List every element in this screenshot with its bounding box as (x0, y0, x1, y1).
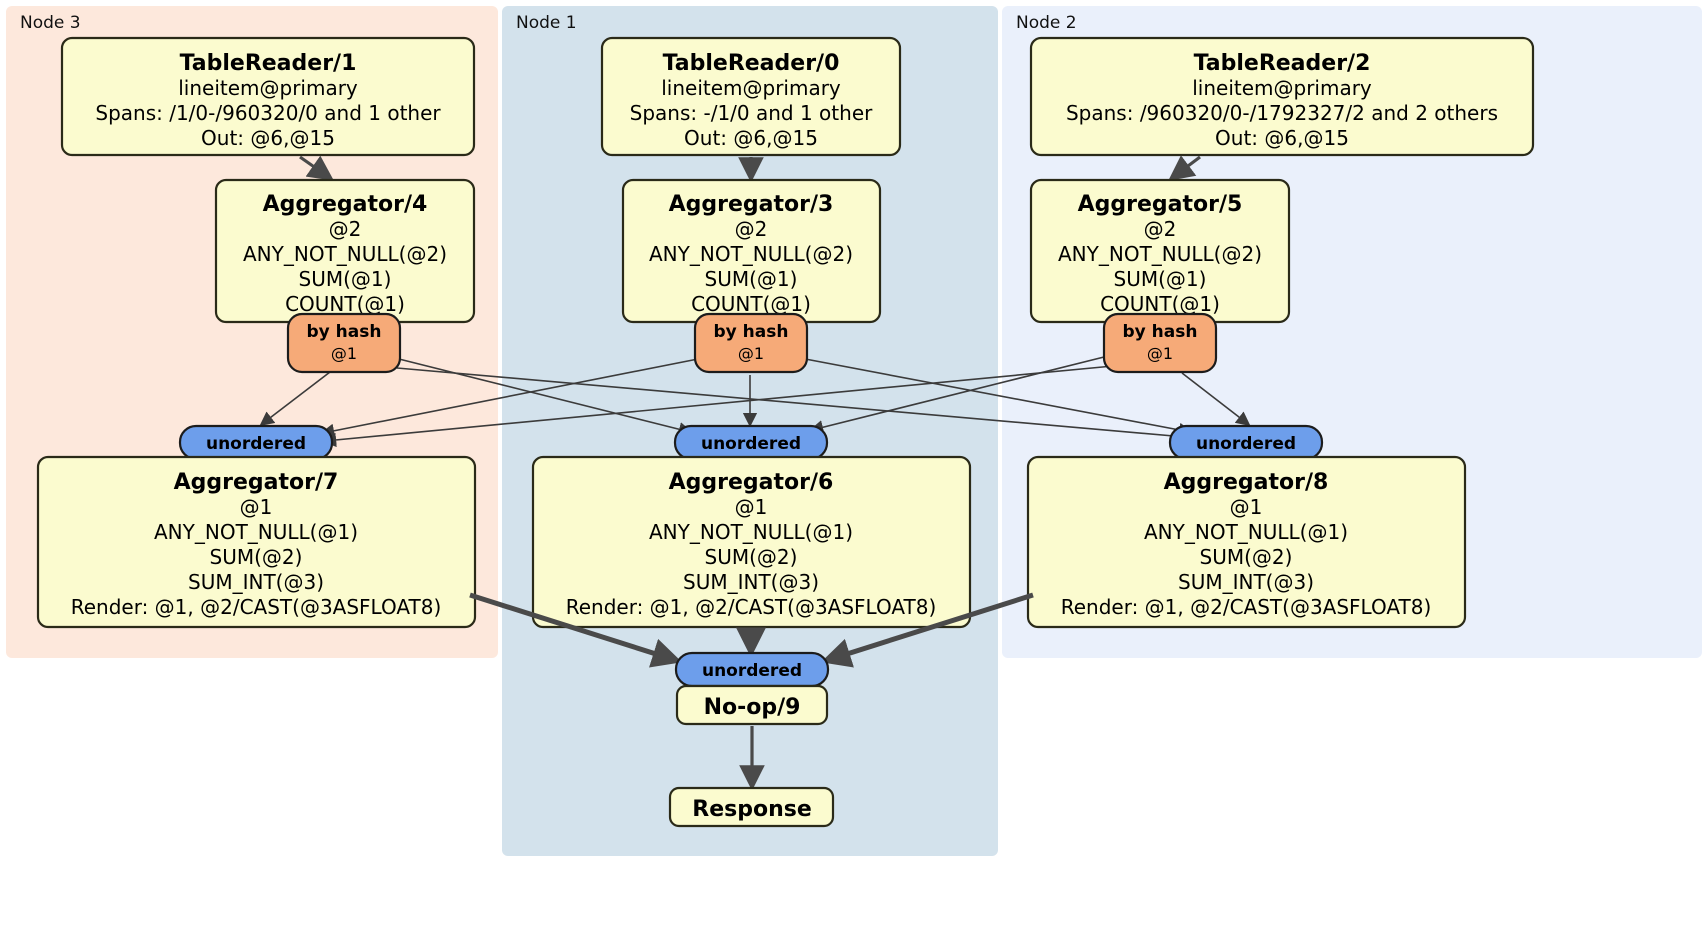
aggregator3-line-0: @2 (735, 217, 768, 241)
aggregator5-line-1: ANY_NOT_NULL(@2) (1058, 242, 1262, 266)
unordered-final-title: unordered (702, 661, 802, 681)
pill-byhash-right[interactable]: by hash @1 (1102, 312, 1218, 374)
unordered-center-title: unordered (701, 434, 801, 454)
tablereader1-line-2: Out: @6,@15 (201, 126, 335, 150)
aggregator6-line-3: SUM_INT(@3) (683, 570, 819, 594)
aggregator4-line-3: COUNT(@1) (285, 292, 405, 316)
edge-hashL-unorderedL (259, 371, 331, 426)
aggregator6-line-4: Render: @1, @2/CAST(@3ASFLOAT8) (566, 595, 937, 619)
edge-hashC-unorderedR (799, 357, 1194, 437)
tablereader0-line-1: Spans: -/1/0 and 1 other (630, 101, 873, 125)
aggregator5-line-3: COUNT(@1) (1100, 292, 1220, 316)
aggregator5-title: Aggregator/5 (1078, 192, 1243, 217)
aggregator3-title: Aggregator/3 (669, 192, 834, 217)
aggregator5-line-0: @2 (1144, 217, 1177, 241)
box-aggregator5[interactable]: Aggregator/5 @2 ANY_NOT_NULL(@2) SUM(@1)… (1029, 178, 1291, 324)
byhash-center-title: by hash (714, 322, 789, 342)
noop9-title: No-op/9 (704, 695, 801, 720)
edge-tr2-agg5 (1168, 155, 1201, 181)
aggregator6-line-2: SUM(@2) (705, 545, 798, 569)
edge-agg7-final (469, 592, 683, 668)
tablereader2-line-2: Out: @6,@15 (1215, 126, 1349, 150)
box-aggregator6[interactable]: Aggregator/6 @1 ANY_NOT_NULL(@1) SUM(@2)… (531, 455, 972, 629)
aggregator6-title: Aggregator/6 (669, 470, 834, 495)
aggregator8-line-1: ANY_NOT_NULL(@1) (1144, 520, 1348, 544)
aggregator3-line-3: COUNT(@1) (691, 292, 811, 316)
aggregator4-line-0: @2 (329, 217, 362, 241)
box-tablereader1[interactable]: TableReader/1 lineitem@primary Spans: /1… (60, 36, 476, 157)
aggregator4-line-1: ANY_NOT_NULL(@2) (243, 242, 447, 266)
box-aggregator3[interactable]: Aggregator/3 @2 ANY_NOT_NULL(@2) SUM(@1)… (621, 178, 882, 324)
region-label-node2: Node 2 (1016, 13, 1077, 33)
aggregator6-line-0: @1 (735, 495, 768, 519)
tablereader2-line-0: lineitem@primary (1192, 76, 1372, 100)
tablereader0-line-2: Out: @6,@15 (684, 126, 818, 150)
aggregator3-line-1: ANY_NOT_NULL(@2) (649, 242, 853, 266)
pill-byhash-center[interactable]: by hash @1 (693, 312, 809, 374)
edge-hashR-unorderedL (321, 365, 1114, 448)
tablereader2-line-1: Spans: /960320/0-/1792327/2 and 2 others (1066, 101, 1498, 125)
aggregator7-title: Aggregator/7 (174, 470, 339, 495)
edge-hashC-unorderedL (319, 357, 704, 438)
edge-hashR-unorderedR (1181, 372, 1251, 426)
byhash-left-title: by hash (307, 322, 382, 342)
edge-hashL-unorderedR (396, 367, 1189, 444)
box-aggregator7[interactable]: Aggregator/7 @1 ANY_NOT_NULL(@1) SUM(@2)… (36, 455, 477, 629)
edge-tr1-agg4 (299, 155, 334, 181)
aggregator8-line-4: Render: @1, @2/CAST(@3ASFLOAT8) (1061, 595, 1432, 619)
edge-hashR-unorderedC (808, 354, 1113, 435)
aggregator7-line-2: SUM(@2) (210, 545, 303, 569)
aggregator4-line-2: SUM(@1) (299, 267, 392, 291)
tablereader1-title: TableReader/1 (180, 51, 357, 76)
aggregator6-line-1: ANY_NOT_NULL(@1) (649, 520, 853, 544)
box-noop9[interactable]: No-op/9 (675, 684, 829, 726)
byhash-right-title: by hash (1123, 322, 1198, 342)
aggregator8-line-2: SUM(@2) (1200, 545, 1293, 569)
tablereader0-line-0: lineitem@primary (661, 76, 841, 100)
tablereader1-line-1: Spans: /1/0-/960320/0 and 1 other (95, 101, 441, 125)
pill-unordered-left[interactable]: unordered (178, 424, 334, 461)
pill-unordered-center[interactable]: unordered (673, 424, 829, 461)
region-label-node3: Node 3 (20, 13, 81, 33)
tablereader2-title: TableReader/2 (1194, 51, 1371, 76)
byhash-center-sub: @1 (738, 344, 764, 363)
edges-agg-to-final (469, 592, 1034, 668)
box-tablereader0[interactable]: TableReader/0 lineitem@primary Spans: -/… (600, 36, 902, 157)
unordered-left-title: unordered (206, 434, 306, 454)
aggregator7-line-0: @1 (240, 495, 273, 519)
box-aggregator4[interactable]: Aggregator/4 @2 ANY_NOT_NULL(@2) SUM(@1)… (214, 178, 476, 324)
aggregator8-line-0: @1 (1230, 495, 1263, 519)
edge-agg8-final (820, 592, 1034, 668)
unordered-right-title: unordered (1196, 434, 1296, 454)
box-aggregator8[interactable]: Aggregator/8 @1 ANY_NOT_NULL(@1) SUM(@2)… (1026, 455, 1467, 629)
pill-unordered-right[interactable]: unordered (1168, 424, 1324, 461)
pill-byhash-left[interactable]: by hash @1 (286, 312, 402, 374)
aggregator8-title: Aggregator/8 (1164, 470, 1329, 495)
box-tablereader2[interactable]: TableReader/2 lineitem@primary Spans: /9… (1029, 36, 1535, 157)
box-response[interactable]: Response (668, 786, 835, 828)
response-title: Response (692, 797, 812, 822)
aggregator8-line-3: SUM_INT(@3) (1178, 570, 1314, 594)
aggregator7-line-4: Render: @1, @2/CAST(@3ASFLOAT8) (71, 595, 442, 619)
tablereader1-line-0: lineitem@primary (178, 76, 358, 100)
aggregator4-title: Aggregator/4 (263, 192, 428, 217)
byhash-right-sub: @1 (1147, 344, 1173, 363)
region-label-node1: Node 1 (516, 13, 577, 33)
tablereader0-title: TableReader/0 (663, 51, 840, 76)
aggregator5-line-2: SUM(@1) (1114, 267, 1207, 291)
aggregator7-line-3: SUM_INT(@3) (188, 570, 324, 594)
edge-hashL-unorderedC (394, 357, 694, 437)
pill-unordered-final[interactable]: unordered (674, 651, 830, 688)
edges-hash-to-unordered (259, 354, 1251, 448)
aggregator3-line-2: SUM(@1) (705, 267, 798, 291)
byhash-left-sub: @1 (331, 344, 357, 363)
aggregator7-line-1: ANY_NOT_NULL(@1) (154, 520, 358, 544)
